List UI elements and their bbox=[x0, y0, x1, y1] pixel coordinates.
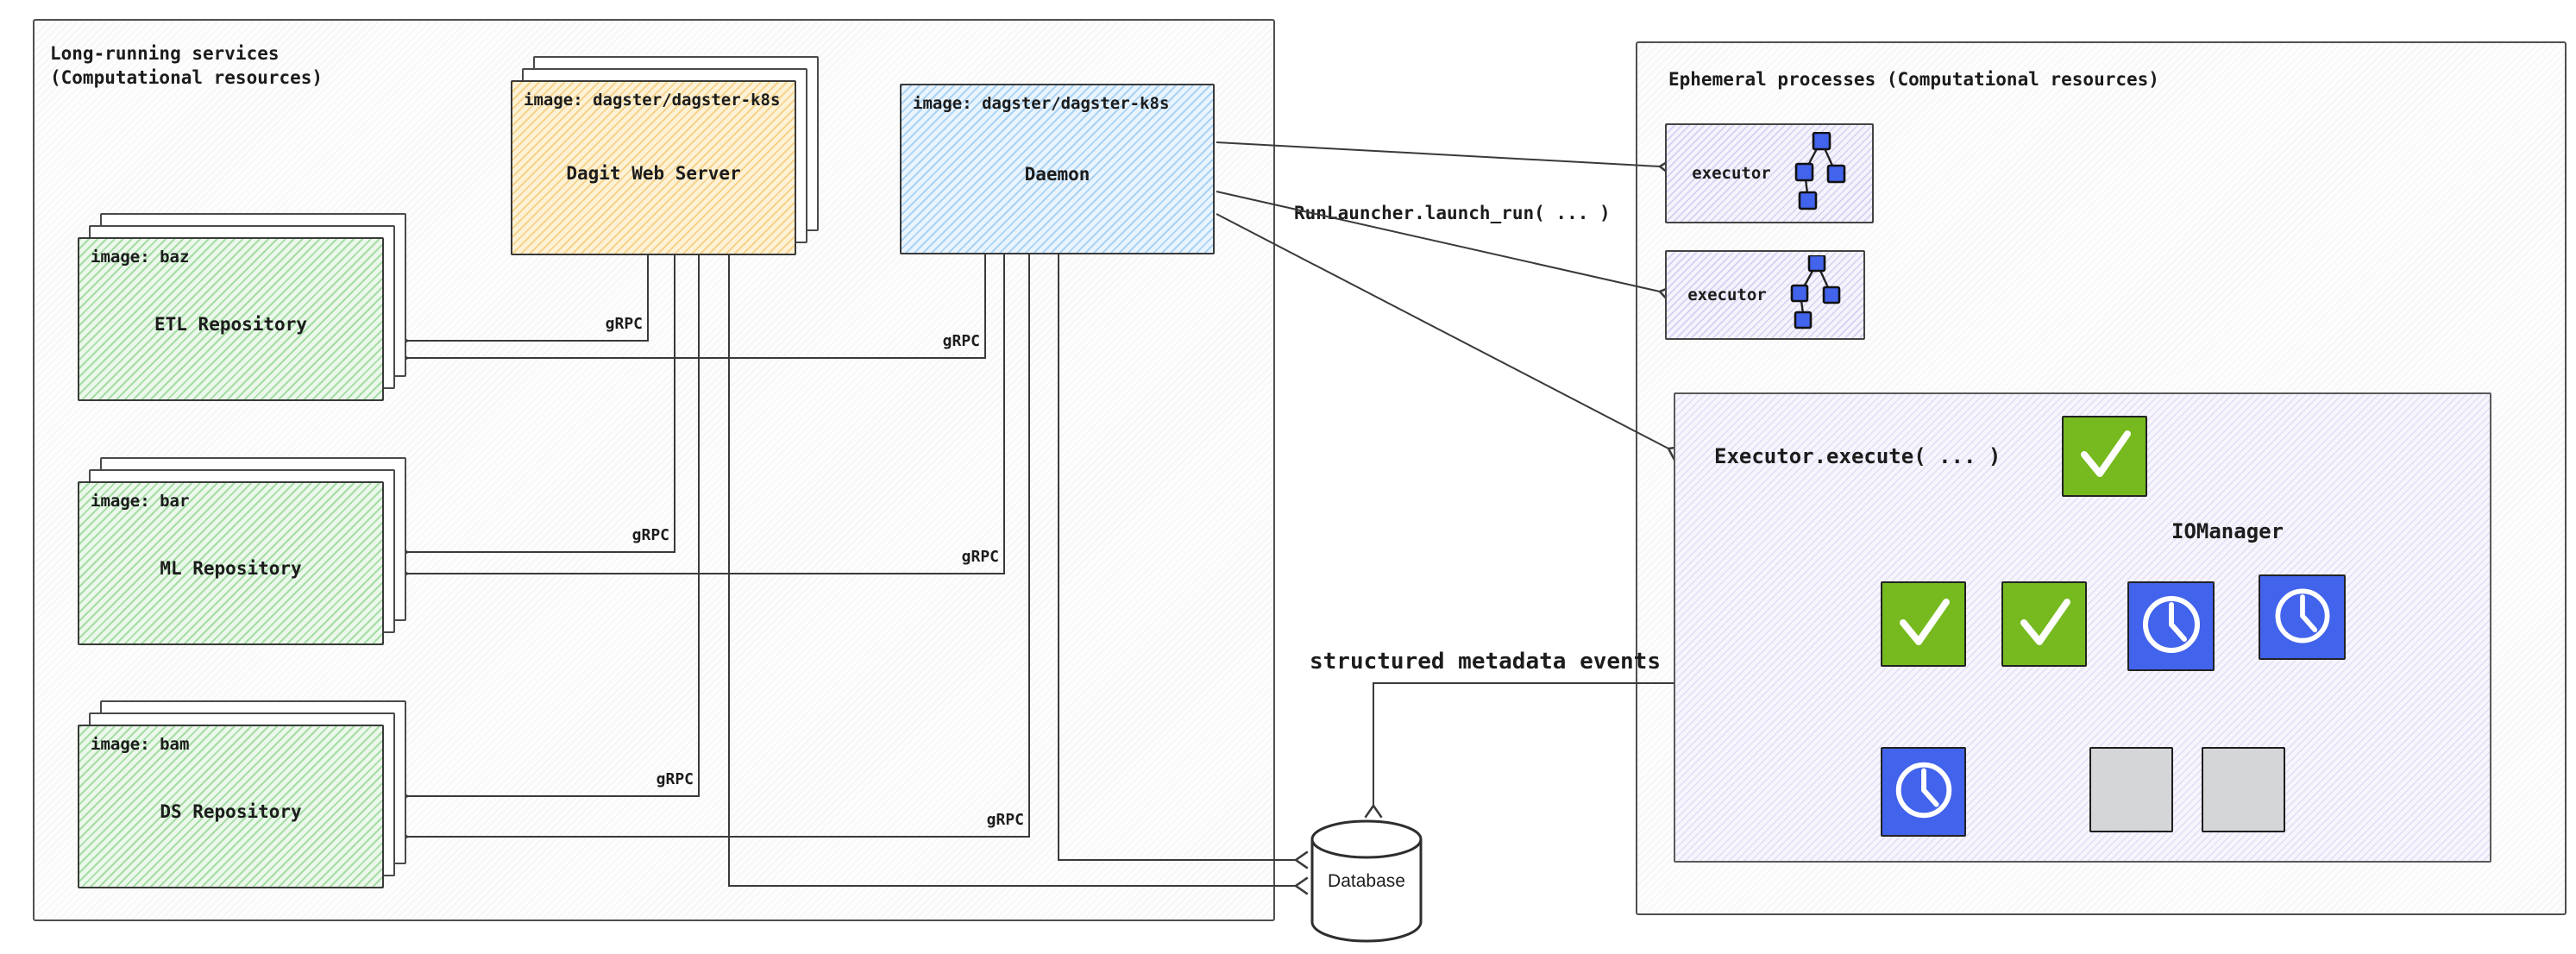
op-node-pending-2 bbox=[2259, 574, 2346, 660]
op-node-success-1 bbox=[1881, 581, 1966, 667]
daemon-box: image: dagster/dagster-k8s Daemon bbox=[900, 84, 1215, 254]
grpc-label-dagit-ml: gRPC bbox=[631, 526, 669, 544]
etl-repository-main-box: image: baz ETL Repository bbox=[78, 237, 384, 401]
daemon-image-label: image: dagster/dagster-k8s bbox=[913, 94, 1170, 113]
executor-box-1: executor bbox=[1665, 123, 1874, 223]
check-icon bbox=[2070, 424, 2139, 489]
grpc-label-dagit-ds: gRPC bbox=[656, 770, 694, 788]
executor-1-label: executor bbox=[1692, 164, 1771, 183]
left-panel-title: Long-running services (Computational reso… bbox=[50, 41, 323, 90]
etl-repository-name: ETL Repository bbox=[154, 314, 307, 336]
op-node-blank-2 bbox=[2202, 747, 2285, 832]
ds-repository-main-box: image: bam DS Repository bbox=[78, 725, 384, 888]
dagit-web-server-box: image: dagster/dagster-k8s Dagit Web Ser… bbox=[511, 56, 819, 255]
executor-box-2: executor bbox=[1665, 250, 1865, 340]
metadata-events-label: structured metadata events bbox=[1310, 649, 1661, 675]
etl-repository-box: image: baz ETL Repository bbox=[78, 213, 406, 401]
check-icon bbox=[1889, 590, 1958, 659]
op-node-success-2 bbox=[2001, 581, 2087, 667]
dagit-name: Dagit Web Server bbox=[566, 162, 741, 184]
ml-image-label: image: bar bbox=[91, 492, 190, 511]
op-node-blank-1 bbox=[2089, 747, 2173, 832]
grpc-label-dagit-etl: gRPC bbox=[605, 315, 643, 333]
executor-execute-title: Executor.execute( ... ) bbox=[1714, 444, 2001, 468]
left-panel-title-line1: Long-running services bbox=[50, 43, 280, 64]
etl-image-label: image: baz bbox=[91, 248, 190, 267]
run-launcher-label: RunLauncher.launch_run( ... ) bbox=[1294, 203, 1611, 223]
database-label: Database bbox=[1328, 871, 1405, 891]
check-icon bbox=[2010, 590, 2079, 659]
ds-image-label: image: bam bbox=[91, 735, 190, 754]
grpc-label-daemon-etl: gRPC bbox=[942, 332, 980, 350]
clock-icon bbox=[2266, 581, 2339, 655]
dagit-main-box: image: dagster/dagster-k8s Dagit Web Ser… bbox=[511, 80, 796, 255]
ds-repository-box: image: bam DS Repository bbox=[78, 700, 406, 888]
ml-repository-main-box: image: bar ML Repository bbox=[78, 481, 384, 645]
run-launcher-arrows bbox=[1216, 141, 1683, 462]
daemon-name: Daemon bbox=[1024, 164, 1090, 185]
dag-icon bbox=[1789, 254, 1843, 335]
grpc-label-daemon-ml: gRPC bbox=[961, 548, 999, 566]
ml-repository-name: ML Repository bbox=[160, 558, 302, 580]
op-node-success-root bbox=[2062, 416, 2147, 497]
op-node-pending-1 bbox=[2127, 581, 2215, 671]
io-manager-label: IOManager bbox=[2171, 519, 2284, 543]
dag-icon bbox=[1794, 131, 1847, 215]
right-panel-title: Ephemeral processes (Computational resou… bbox=[1668, 69, 2159, 90]
grpc-label-daemon-ds: gRPC bbox=[986, 811, 1024, 829]
clock-icon bbox=[1888, 753, 1959, 831]
dagit-image-label: image: dagster/dagster-k8s bbox=[524, 91, 781, 110]
op-node-pending-3 bbox=[1881, 747, 1966, 837]
ds-repository-name: DS Repository bbox=[160, 801, 302, 823]
metadata-events-line bbox=[1364, 682, 1674, 819]
executor-2-label: executor bbox=[1687, 286, 1767, 304]
daemon-main-box: image: dagster/dagster-k8s Daemon bbox=[900, 84, 1215, 254]
clock-icon bbox=[2135, 587, 2208, 665]
left-panel-title-line2: (Computational resources) bbox=[50, 67, 324, 88]
database-cylinder: Database bbox=[1308, 818, 1425, 944]
ml-repository-box: image: bar ML Repository bbox=[78, 457, 406, 645]
